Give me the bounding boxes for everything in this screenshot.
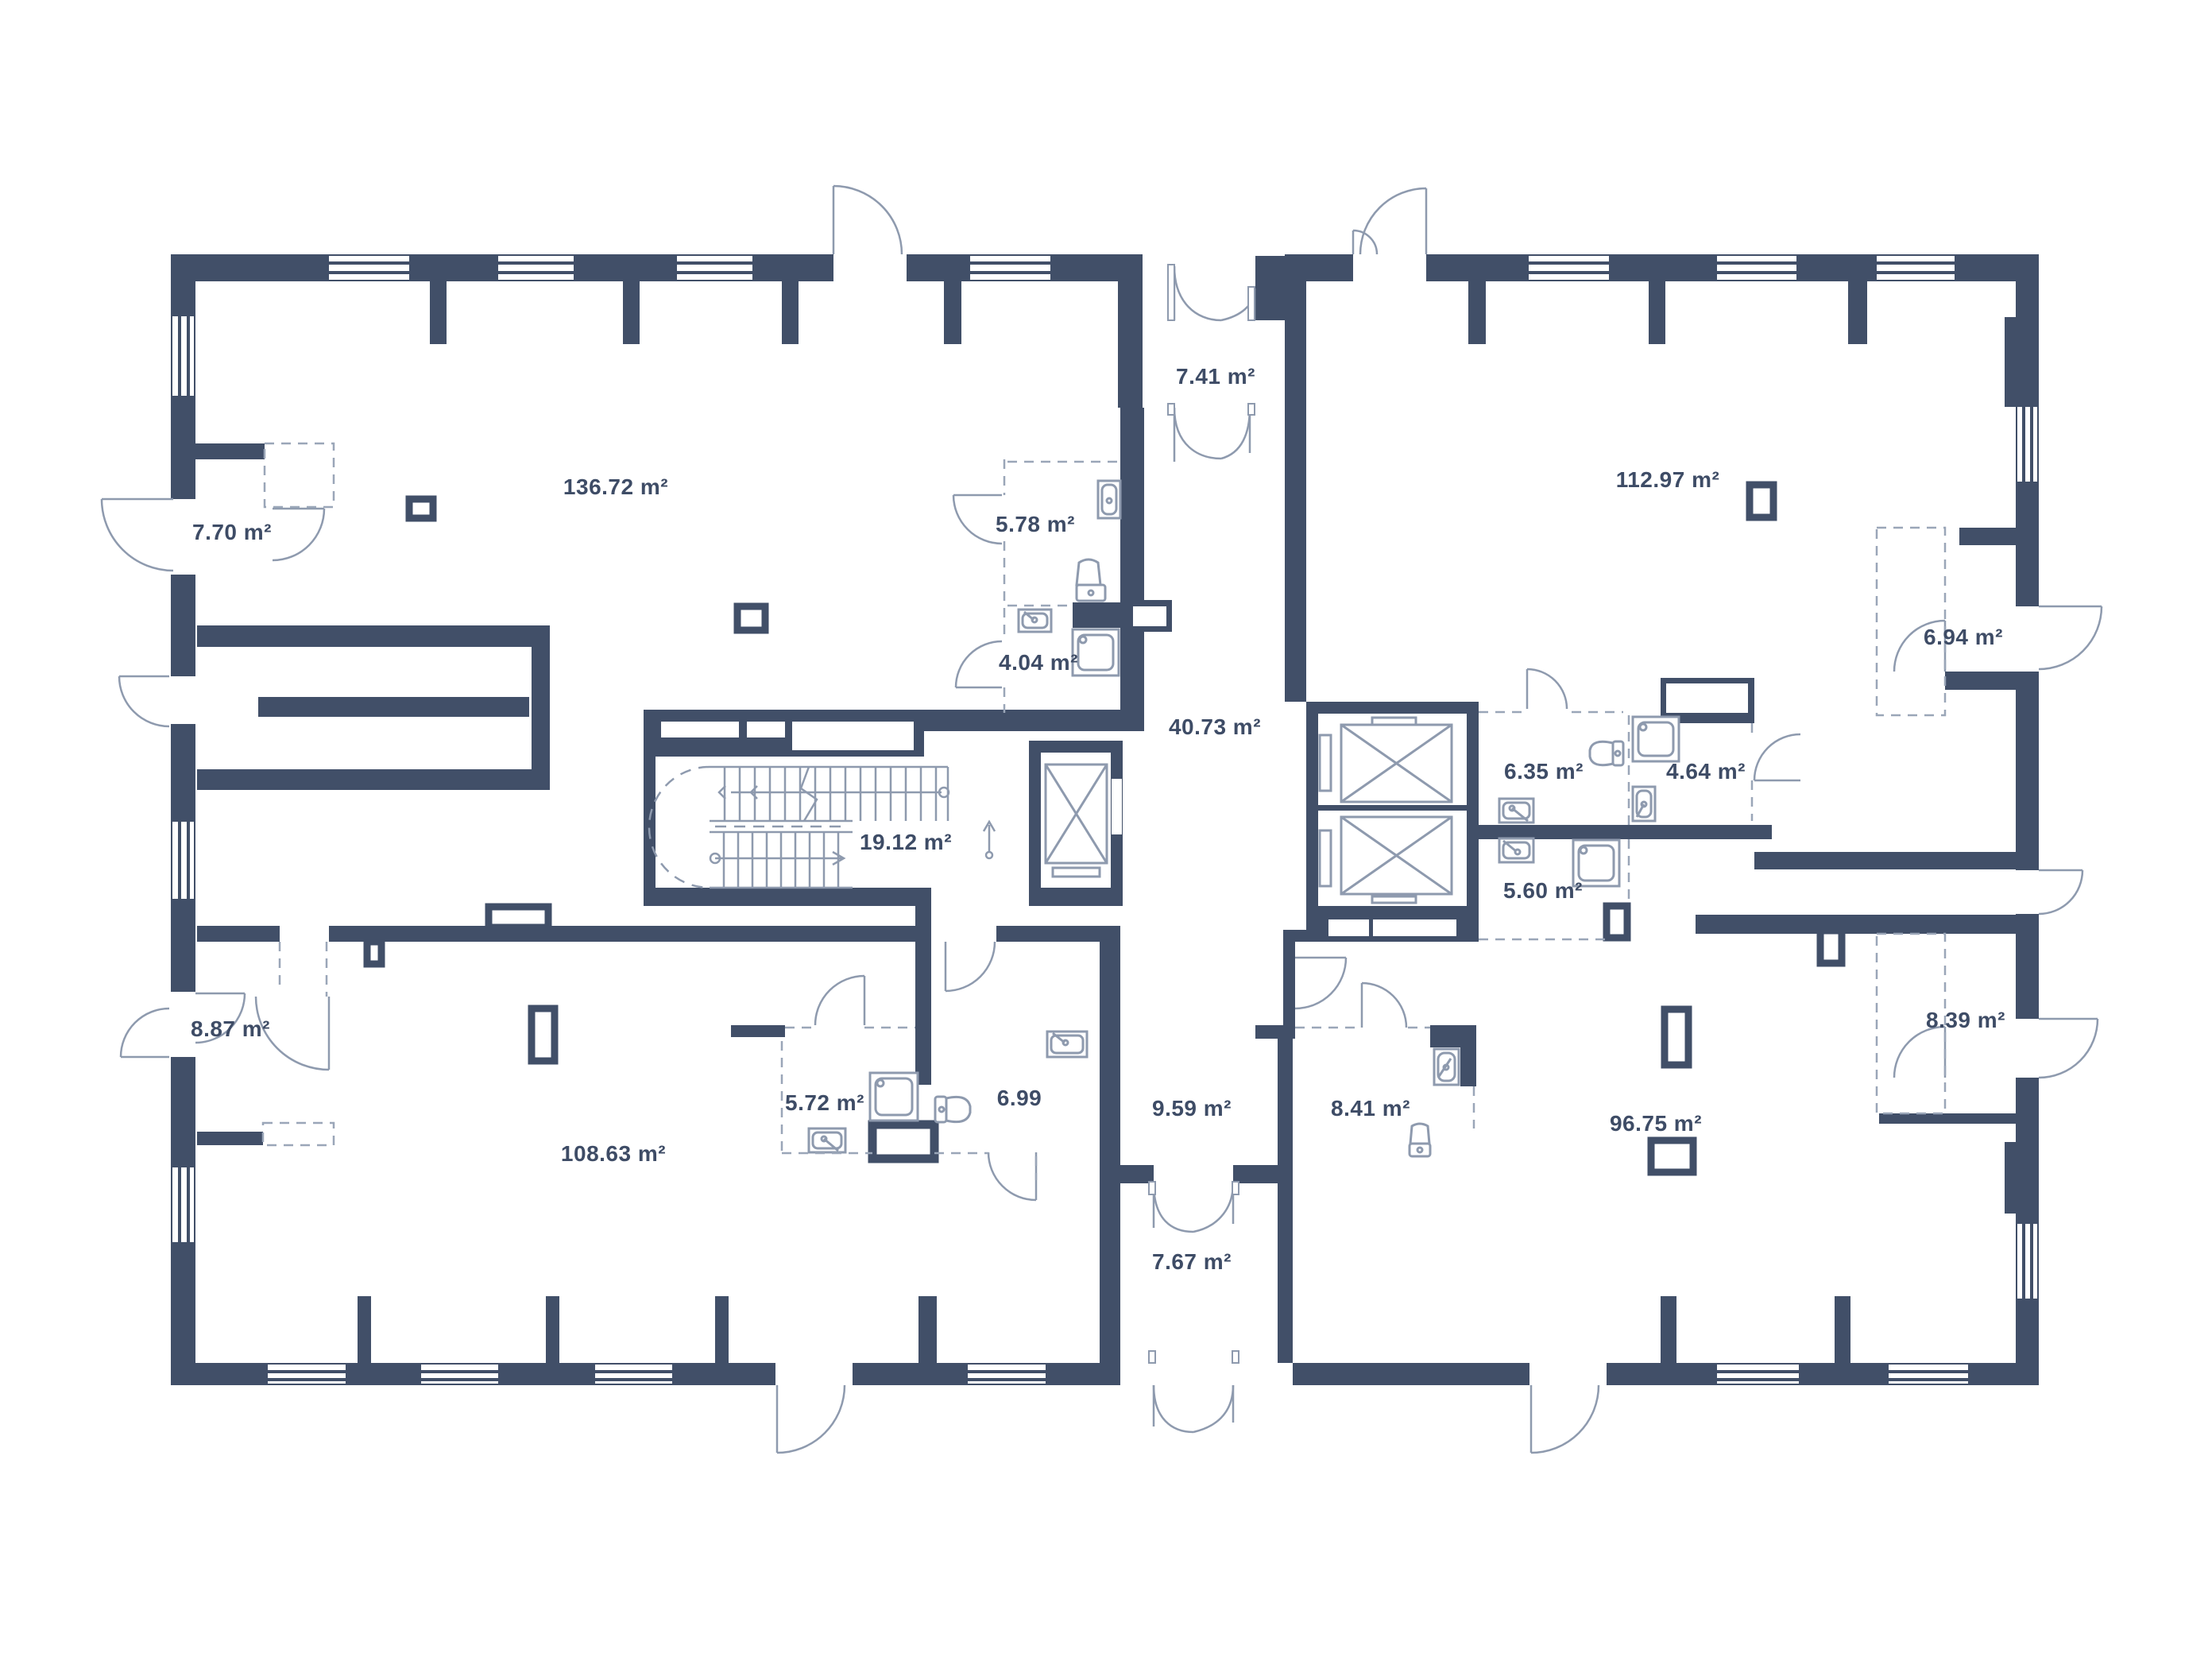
room-area-label: 6.94 m² <box>1924 625 2003 649</box>
sink-vertical-icon <box>1096 479 1657 1086</box>
room-area-label: 8.87 m² <box>191 1016 270 1041</box>
room-area-label: 8.41 m² <box>1331 1096 1410 1121</box>
room-area-label: 8.39 m² <box>1926 1008 2005 1032</box>
vent-duct-icon <box>868 1120 939 1163</box>
room-area-label: 4.04 m² <box>999 650 1078 675</box>
elevator-icon <box>1044 716 1453 904</box>
room-area-label: 6.35 m² <box>1504 759 1584 784</box>
wall-niches <box>661 606 1748 936</box>
windows <box>172 256 2037 1384</box>
room-area-label: 112.97 m² <box>1616 467 1720 492</box>
room-area-label: 6.99 <box>997 1086 1042 1110</box>
room-area-label: 108.63 m² <box>561 1141 666 1166</box>
room-labels: 7.41 m² 136.72 m² 7.70 m² 5.78 m² 112.97… <box>191 364 2005 1274</box>
door-posts <box>1148 264 1255 1364</box>
wardrobe-dashed-icon <box>261 442 1947 1180</box>
room-area-label: 136.72 m² <box>563 474 668 499</box>
room-area-label: 7.67 m² <box>1152 1249 1232 1274</box>
shower-icon <box>868 628 1680 1122</box>
room-area-label: 5.78 m² <box>996 512 1075 536</box>
room-area-label: 96.75 m² <box>1610 1111 1702 1136</box>
outer-wall-door-gaps <box>169 253 2040 1387</box>
sink-icon <box>807 608 1535 1154</box>
room-area-label: 19.12 m² <box>860 830 952 854</box>
toilet-icon <box>934 558 1625 1158</box>
room-area-label: 40.73 m² <box>1169 714 1261 739</box>
room-area-label: 7.70 m² <box>192 520 272 544</box>
room-area-label: 7.41 m² <box>1176 364 1255 389</box>
room-area-label: 4.64 m² <box>1666 759 1746 784</box>
room-area-label: 5.60 m² <box>1503 878 1583 903</box>
room-area-label: 5.72 m² <box>785 1090 864 1115</box>
stairs-icon <box>648 765 996 889</box>
room-area-label: 9.59 m² <box>1152 1096 1232 1121</box>
columns <box>363 481 1846 1176</box>
fixtures <box>807 479 1680 1158</box>
